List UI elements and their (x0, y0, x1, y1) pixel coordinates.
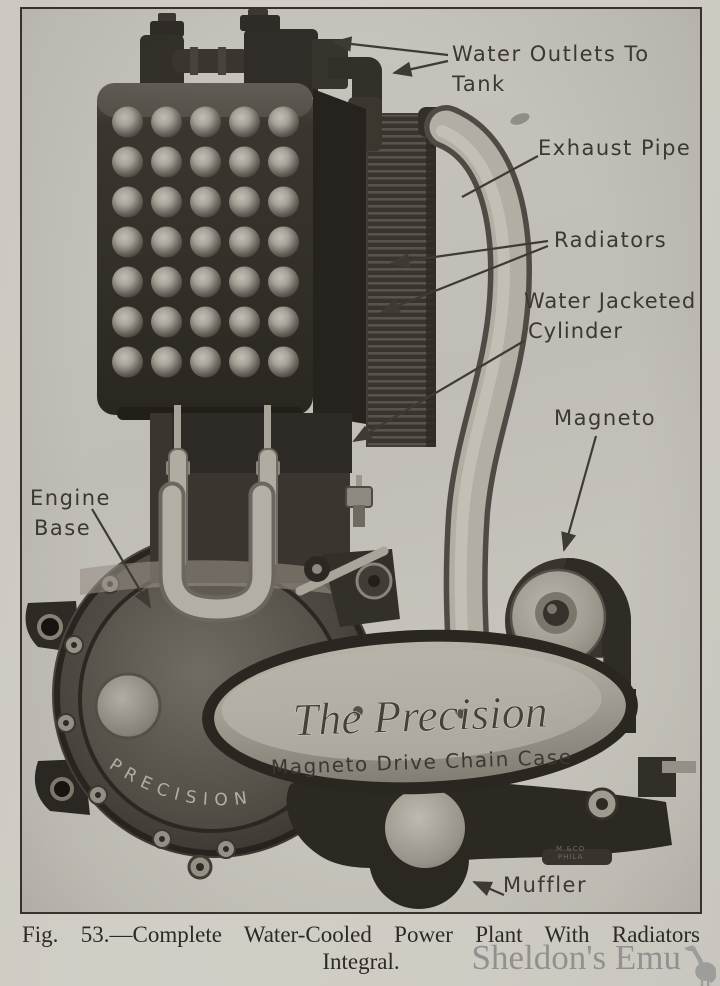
label-water-outlets: Water Outlets To Tank (452, 42, 650, 96)
label-engine-base: Engine Base (30, 486, 111, 540)
maker-stamp: M.&CO PHILA (556, 845, 586, 861)
figure-caption: Fig. 53.—Complete Water-Cooled Power Pla… (22, 922, 700, 975)
caption-line-2: Integral. (322, 949, 400, 974)
label-water-jacketed-cylinder: Water Jacketed Cylinder (524, 289, 697, 343)
label-muffler: Muffler (503, 873, 588, 897)
label-magneto: Magneto (554, 406, 657, 430)
label-exhaust-pipe: Exhaust Pipe (538, 136, 692, 160)
watermark-text: Sheldon's Emu (471, 938, 681, 977)
figure-photo: The Precision Magneto Drive Chain Case P… (20, 7, 702, 914)
label-radiators: Radiators (554, 228, 668, 252)
engine-illustration: The Precision Magneto Drive Chain Case P… (22, 9, 700, 912)
caption-line-1: Fig. 53.—Complete Water-Cooled Power Pla… (22, 922, 700, 947)
watermark: Sheldon's Emu (470, 938, 716, 986)
emu-icon (683, 945, 716, 986)
photo-vignette (22, 9, 700, 912)
